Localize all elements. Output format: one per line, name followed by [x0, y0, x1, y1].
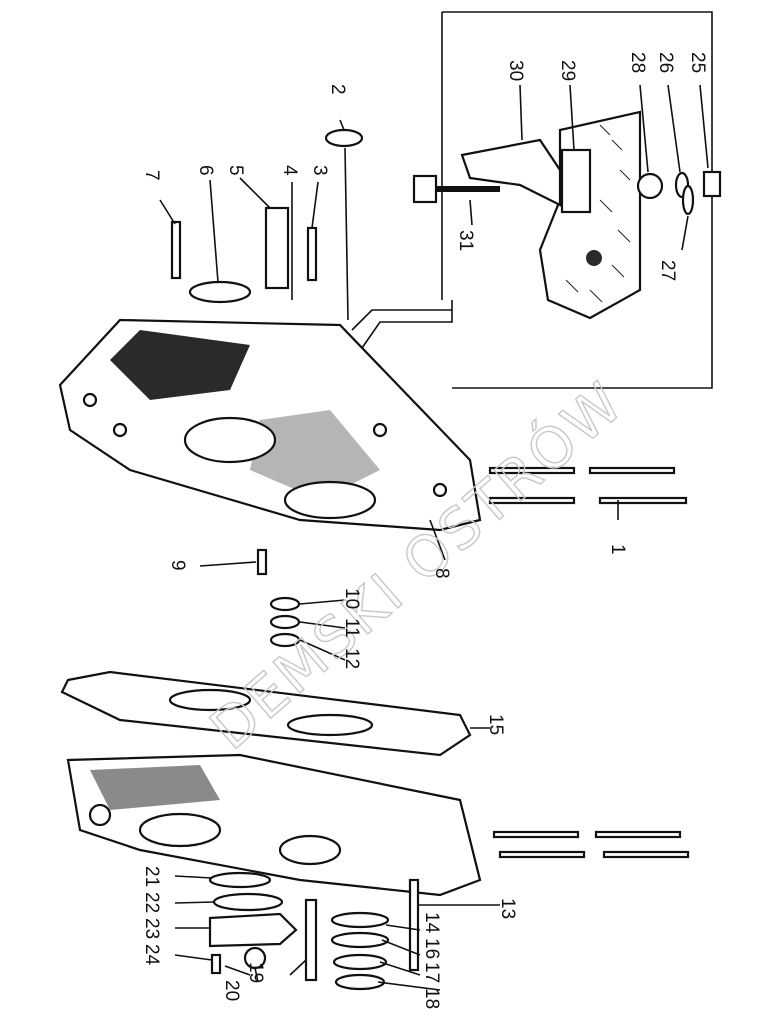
- ring-part-22: [212, 892, 284, 912]
- bracket-part-30: [460, 138, 562, 207]
- callout-14: 14: [421, 912, 442, 934]
- washer-part-2: [324, 128, 364, 148]
- callout-4: 4: [279, 165, 300, 176]
- callout-10: 10: [341, 588, 362, 609]
- callout-24: 24: [141, 944, 162, 966]
- seal-part-6: [188, 280, 252, 304]
- callout-5: 5: [225, 165, 246, 176]
- nut-part-25: [702, 170, 722, 198]
- leader-lines: [159, 84, 709, 991]
- callout-28: 28: [627, 52, 648, 73]
- callout-7: 7: [141, 170, 162, 181]
- ring-part-16: [330, 931, 390, 949]
- ring-part-17: [332, 953, 388, 971]
- callout-25: 25: [687, 52, 708, 73]
- callout-31: 31: [455, 230, 476, 251]
- callout-2: 2: [327, 84, 348, 95]
- ring-part-18: [334, 973, 386, 991]
- upper-housing: [58, 318, 482, 532]
- callout-12: 12: [341, 648, 362, 669]
- detail-inset: [351, 11, 722, 389]
- cover-part-23: [208, 912, 298, 948]
- bolt-part-20: [304, 898, 318, 982]
- callout-22: 22: [141, 892, 162, 913]
- pin-part-7: [170, 220, 182, 280]
- callout-1: 1: [607, 544, 628, 555]
- callout-15: 15: [485, 714, 506, 735]
- callout-21: 21: [141, 866, 162, 887]
- lower-housing: [66, 753, 482, 897]
- ring-part-12: [269, 632, 301, 648]
- lever-plate: [538, 110, 642, 320]
- callout-19: 19: [245, 962, 266, 983]
- bolt-part-31: [412, 174, 500, 204]
- callout-23: 23: [141, 918, 162, 939]
- callout-13: 13: [497, 898, 518, 919]
- callout-16: 16: [421, 938, 442, 959]
- spring-part-27: [681, 184, 695, 216]
- ring-part-11: [269, 614, 301, 630]
- callout-18: 18: [421, 988, 442, 1009]
- shaft-part-5: [264, 206, 290, 290]
- callout-3: 3: [309, 165, 330, 176]
- screw-part-24: [210, 953, 222, 975]
- pin-part-3: [306, 226, 318, 282]
- ring-part-10: [269, 596, 301, 612]
- callout-labels: 1 2 3 4 5 6 7 8 9 10 11 12 13 14 15 16 1…: [141, 52, 708, 1009]
- ring-part-21: [208, 871, 272, 889]
- callout-11: 11: [341, 618, 362, 638]
- callout-27: 27: [657, 260, 678, 281]
- plate-part-29: [560, 148, 592, 214]
- ring-part-14: [330, 911, 390, 929]
- callout-30: 30: [505, 60, 526, 81]
- callout-29: 29: [557, 60, 578, 81]
- callout-20: 20: [221, 980, 242, 1001]
- callout-9: 9: [167, 560, 188, 571]
- pin-part-9: [256, 548, 268, 576]
- callout-6: 6: [195, 165, 216, 176]
- callout-17: 17: [421, 962, 442, 983]
- callout-8: 8: [431, 568, 452, 579]
- callout-26: 26: [655, 52, 676, 73]
- bolt-part-13: [408, 878, 420, 972]
- gasket-part-15: [60, 670, 472, 757]
- knob-part-28: [636, 172, 664, 200]
- shaft-set: [488, 466, 690, 859]
